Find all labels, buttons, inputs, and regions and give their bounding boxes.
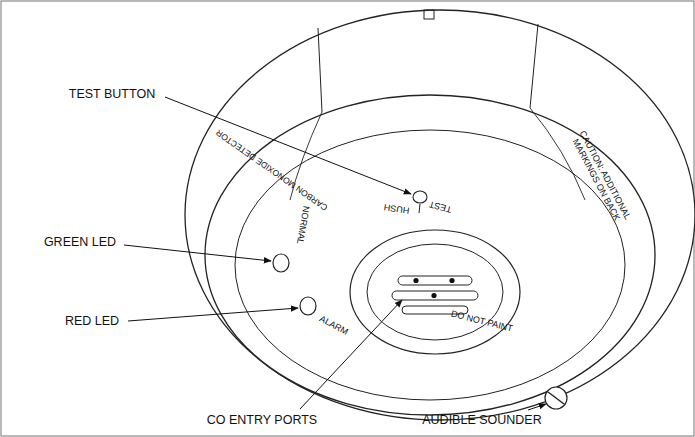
callout-label: AUDIBLE SOUNDER [422,414,541,428]
leader-line [300,300,402,409]
green-led [273,254,289,272]
face-outline [205,95,655,415]
entry-port [449,278,454,283]
red-led [300,297,316,315]
entry-slot [392,291,478,300]
callout-label: CO ENTRY PORTS [207,414,317,428]
callout-label: TEST BUTTON [69,88,155,102]
callout-label: GREEN LED [44,236,116,250]
leader-line [124,245,271,261]
sensor-dome [350,230,520,354]
leader-line [128,308,298,321]
button-tick [419,204,420,213]
test-button [413,191,427,203]
face-groove [235,130,625,400]
device-marking: HUSH [384,201,411,214]
entry-port [413,278,418,283]
housing-outline [185,10,695,420]
callout-label: RED LED [65,315,119,329]
leader-line [528,404,546,410]
housing-tab [424,10,434,19]
seam-line [318,28,322,112]
sounder-screw [545,387,567,409]
screw-slot [548,392,564,404]
seam-line [530,24,538,108]
entry-port [431,293,436,298]
entry-slot [398,276,472,285]
